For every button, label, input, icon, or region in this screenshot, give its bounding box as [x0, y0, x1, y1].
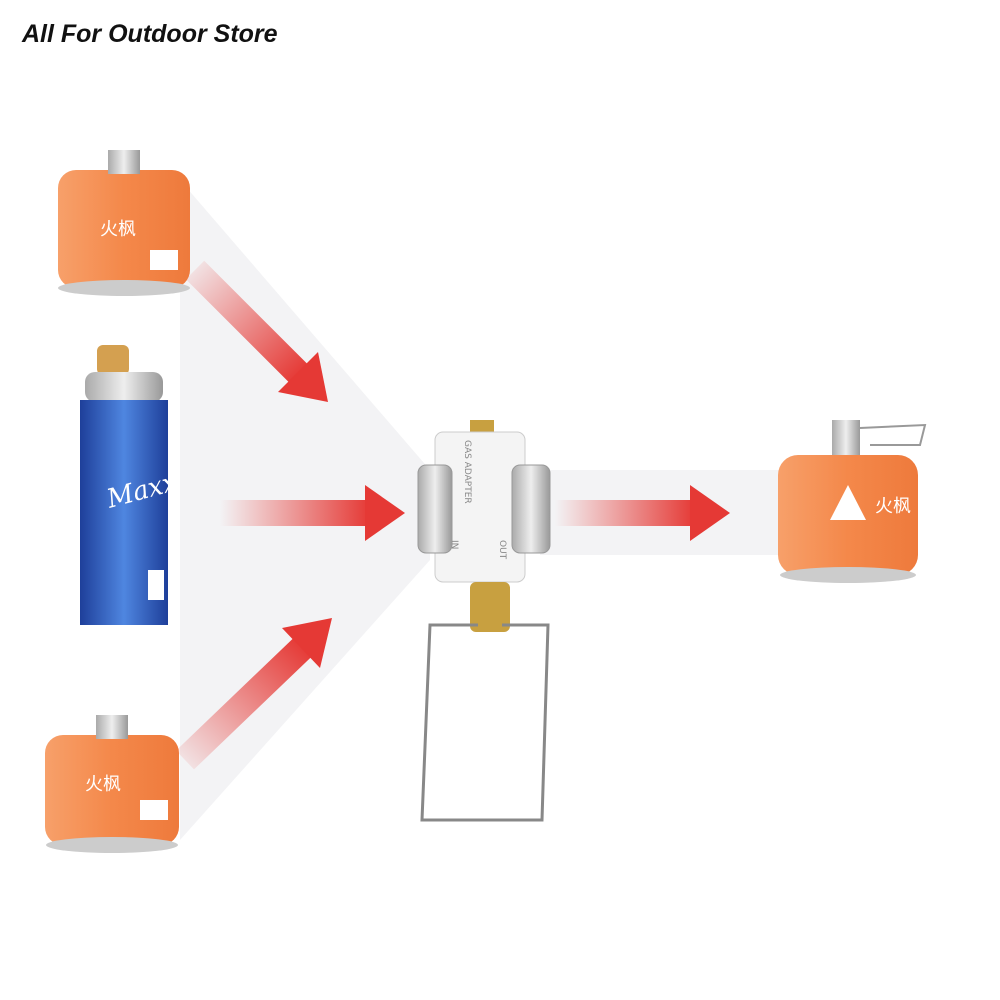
arrow-middle-left — [220, 485, 405, 541]
svg-text:IN: IN — [449, 540, 459, 549]
arrow-top-left — [185, 260, 328, 402]
arrow-right — [555, 485, 730, 541]
svg-text:火枫: 火枫 — [875, 496, 911, 517]
gas-adapter: GAS ADAPTER OUT IN — [417, 420, 551, 822]
butane-canister-blue: Maxx — [80, 345, 181, 625]
svg-text:火枫: 火枫 — [85, 774, 121, 795]
store-title: All For Outdoor Store — [22, 20, 278, 48]
svg-text:GAS ADAPTER: GAS ADAPTER — [462, 440, 472, 504]
arrow-bottom-left — [176, 618, 332, 770]
gas-canister-top-left: 火枫 — [58, 150, 190, 296]
svg-text:OUT: OUT — [497, 540, 507, 560]
gas-canister-bottom-left: 火枫 — [45, 715, 179, 853]
gas-canister-right: 火枫 — [778, 420, 927, 583]
svg-text:火枫: 火枫 — [100, 219, 136, 240]
